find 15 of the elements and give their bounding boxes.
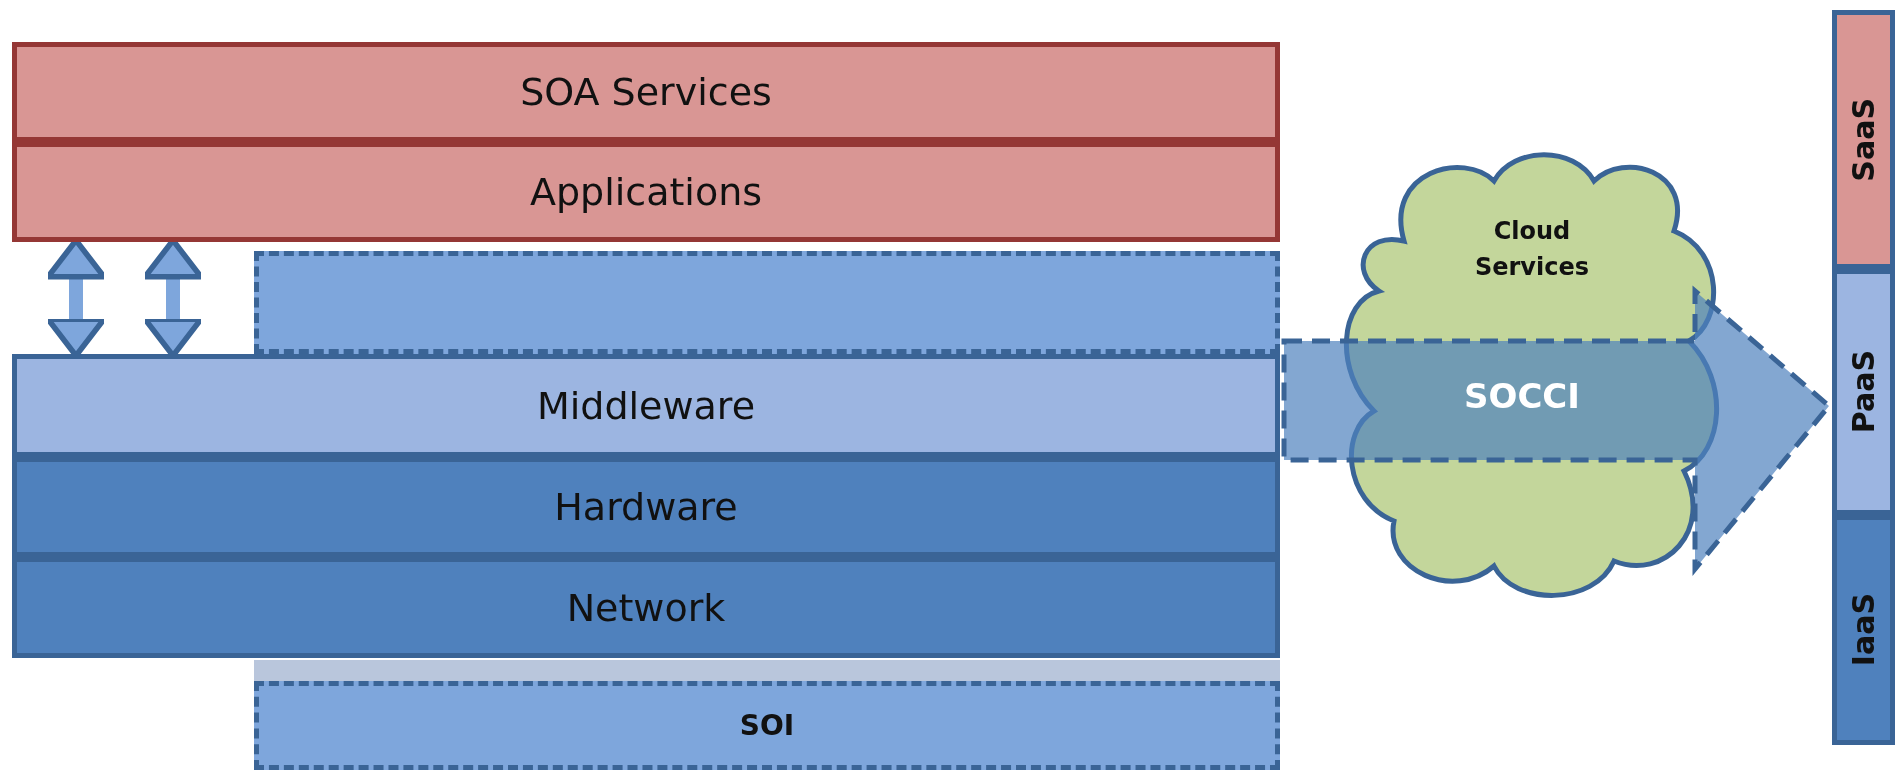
layer-bar: Middleware [12, 354, 1280, 457]
side-bar [1832, 515, 1895, 745]
tier-label: IaaS [1846, 593, 1881, 667]
cloud-label: Cloud Services [1473, 216, 1591, 283]
dashed-panel [254, 251, 1280, 354]
layer-bar: SOA Services [12, 42, 1280, 142]
divider-band [254, 660, 1280, 681]
arrow-label: SOCCI [1464, 376, 1580, 416]
side-bar [1832, 10, 1895, 269]
dashed-panel: SOI [254, 681, 1280, 770]
tier-label: PaaS [1846, 350, 1881, 434]
tier-label: SaaS [1846, 97, 1881, 182]
layer-bar: Network [12, 557, 1280, 658]
layer-bar: Applications [12, 142, 1280, 242]
layer-bar: Hardware [12, 457, 1280, 557]
